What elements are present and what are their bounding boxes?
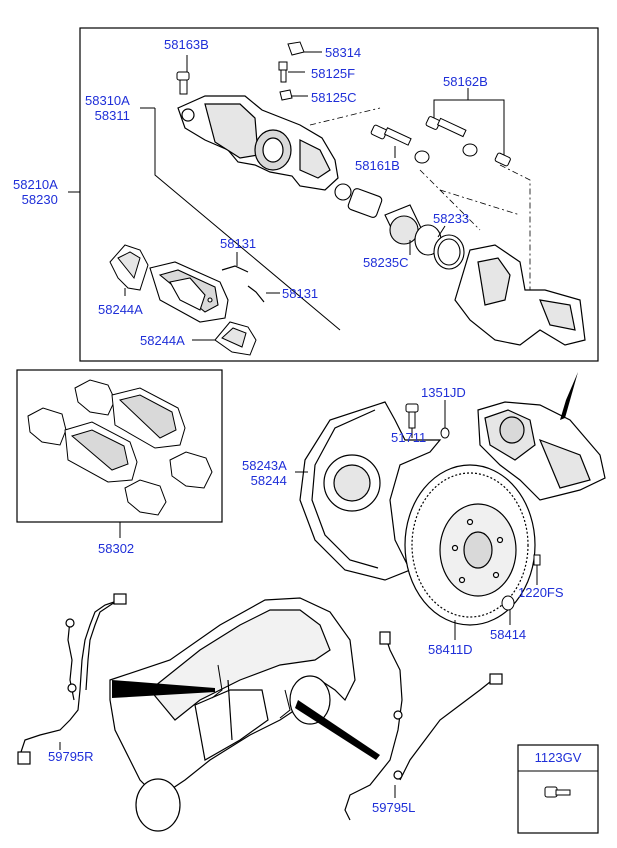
washer-1351JD — [440, 427, 450, 439]
label-58131-top: 58131 — [220, 236, 257, 251]
label-1123GV: 1123GV — [534, 750, 582, 765]
label-58310A-group: 58310A 58311 — [85, 93, 130, 123]
bolt-51711 — [405, 403, 419, 429]
guide-pin-58162B — [425, 116, 511, 167]
label-58414: 58414 — [490, 627, 527, 642]
label-58243A: 58243A — [242, 458, 287, 473]
label-1220FS: 1220FS — [518, 585, 564, 600]
label-58125C: 58125C — [311, 90, 357, 105]
bolt-58163B — [176, 71, 190, 95]
label-1351JD: 1351JD — [421, 385, 466, 400]
guide-lines — [309, 107, 531, 290]
label-58310A: 58310A — [85, 93, 130, 108]
bleeder-58125F — [278, 61, 288, 83]
bracket-58310A — [154, 108, 341, 331]
label-58233: 58233 — [433, 211, 470, 226]
sensor-marks-car — [211, 664, 291, 719]
label-58210A-group: 58210A 58230 — [13, 177, 58, 207]
pointer-arrow-left — [112, 680, 215, 698]
pointer-arrow-top — [560, 372, 578, 420]
label-58161B: 58161B — [355, 158, 400, 173]
label-58244A-top: 58244A — [98, 302, 143, 317]
guide-pin-58161B — [370, 124, 430, 164]
label-58125F: 58125F — [311, 66, 356, 81]
piston-assembly — [334, 183, 465, 270]
pointer-arrow-right — [295, 700, 380, 760]
caliper-assembly-frame — [79, 27, 599, 362]
label-58131-bottom: 58131 — [282, 286, 319, 301]
brake-pad-pair — [149, 261, 229, 323]
label-59795R: 59795R — [48, 749, 94, 764]
label-58314: 58314 — [325, 45, 362, 60]
pad-kit-58302 — [27, 379, 213, 516]
bolt-box-frame — [517, 744, 599, 834]
caliper-body — [177, 95, 339, 191]
label-58163B: 58163B — [164, 37, 209, 52]
cap-58314 — [287, 41, 305, 56]
abs-sensor-59795L — [344, 631, 503, 821]
label-58235C: 58235C — [363, 255, 409, 270]
label-58230: 58230 — [21, 192, 58, 207]
carrier-bracket — [454, 244, 586, 346]
label-59795L: 59795L — [372, 800, 416, 815]
label-58311: 58311 — [94, 108, 130, 123]
bolt-1123GV — [544, 786, 571, 798]
assembled-caliper — [477, 401, 606, 501]
pad-clip-58244A-bottom — [214, 321, 257, 356]
label-58243A-group: 58243A 58244 — [242, 458, 287, 488]
plug-58414 — [501, 595, 515, 611]
dust-shield-58243A — [299, 401, 442, 581]
label-58411D: 58411D — [428, 642, 473, 657]
screw-1220FS — [533, 554, 541, 566]
bracket-58162B — [433, 99, 505, 155]
brake-disc-58411D — [404, 464, 536, 626]
leader-58233 — [437, 225, 446, 238]
label-58244: 58244 — [250, 473, 287, 488]
label-58210A: 58210A — [13, 177, 58, 192]
label-58162B: 58162B — [443, 74, 488, 89]
abs-sensor-59795R — [17, 593, 127, 765]
label-51711: 51711 — [391, 430, 427, 445]
plug-58125C — [279, 89, 293, 101]
pad-clip-58244A-top — [109, 244, 149, 291]
label-58302: 58302 — [98, 541, 135, 556]
springs-58131 — [221, 265, 265, 303]
label-58244A-bottom: 58244A — [140, 333, 185, 348]
